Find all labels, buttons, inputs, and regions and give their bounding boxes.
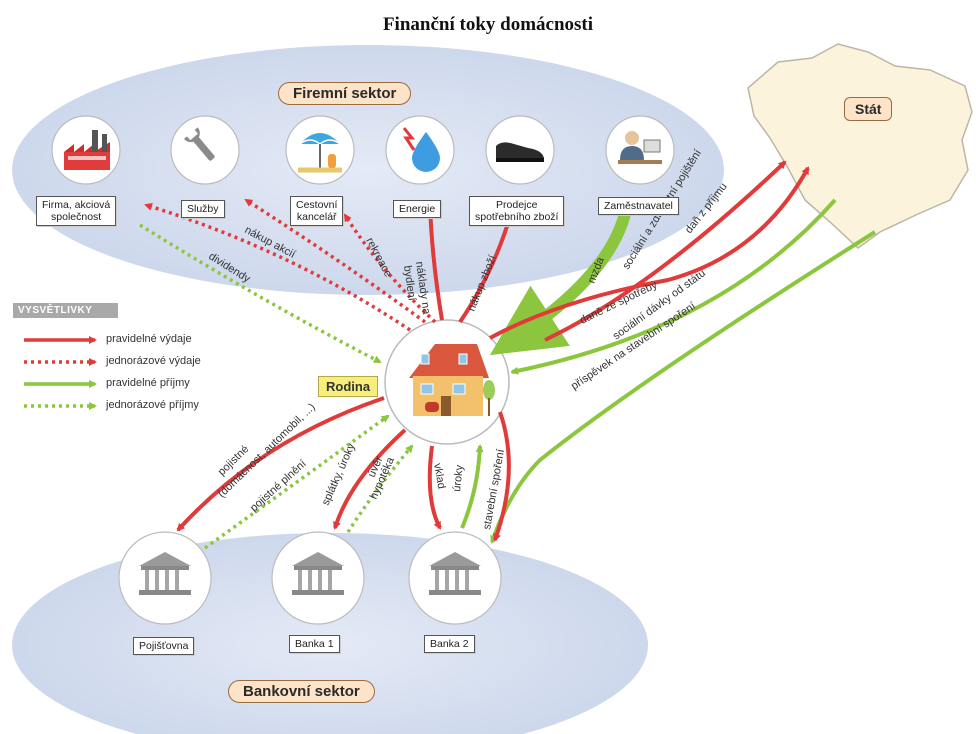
factory-icon xyxy=(64,130,110,170)
arrow-soc-zdrav xyxy=(544,160,787,342)
corporate-sector-area xyxy=(12,45,724,295)
family-label: Rodina xyxy=(318,376,379,397)
company-zamestnavatel: Zaměstnavatel xyxy=(598,197,679,215)
bank-building-icon xyxy=(292,552,344,595)
office-worker-icon xyxy=(618,131,662,164)
house-icon xyxy=(409,344,495,416)
arrow-prispevek xyxy=(490,230,877,544)
arrow-dane-spotreby xyxy=(489,166,810,340)
state-label: Stát xyxy=(844,97,893,121)
banking-sector-label: Bankovní sektor xyxy=(228,680,375,703)
arrow-rekreace xyxy=(343,213,437,324)
shoe-icon xyxy=(496,142,544,162)
label-vklad: vklad xyxy=(431,462,447,489)
arrow-sluzby xyxy=(244,198,427,324)
arrow-socialni-davky xyxy=(510,198,837,375)
company-firma: Firma, akciová společnost xyxy=(36,196,117,226)
arrow-pojistne xyxy=(176,396,385,532)
company-cestovni: Cestovní kancelář xyxy=(290,196,344,226)
arrow-uver xyxy=(346,444,414,533)
page-title: Finanční toky domácnosti xyxy=(382,14,594,35)
legend-item: pravidelné výdaje xyxy=(106,333,192,345)
label-naklady-2: bydlení xyxy=(401,265,418,302)
legend-swatches xyxy=(24,336,97,410)
company-prodejce: Prodejce spotřebního zboží xyxy=(469,196,565,226)
company-energie: Energie xyxy=(393,200,442,218)
bank-banka1: Banka 1 xyxy=(289,635,340,653)
arrow-dividendy xyxy=(139,223,382,364)
beach-umbrella-icon xyxy=(298,133,342,173)
legend-item: pravidelné příjmy xyxy=(106,377,190,389)
arrow-vklad xyxy=(427,445,442,530)
bank-building-icon xyxy=(429,552,481,595)
label-splatky: splátky, úroky xyxy=(320,441,358,507)
legend-item: jednorázové výdaje xyxy=(106,355,201,367)
wrench-icon xyxy=(183,127,215,161)
arrow-stavebni-sporeni xyxy=(493,411,511,542)
water-drop-lightning-icon xyxy=(402,127,440,172)
arrow-pojistne-plneni xyxy=(203,414,390,550)
state-map-shape xyxy=(747,43,973,249)
arrow-uroky xyxy=(460,444,484,529)
label-uroky: úroky xyxy=(451,464,466,493)
bank-building-icon xyxy=(139,552,191,595)
company-sluzby: Služby xyxy=(181,200,225,218)
legend-item: jednorázové příjmy xyxy=(106,399,199,411)
legend-heading: VYSVĚTLIVKY xyxy=(13,303,118,318)
arrow-mzda xyxy=(489,197,634,356)
bank-pojistovna: Pojišťovna xyxy=(133,637,195,655)
bank-banka2: Banka 2 xyxy=(424,635,475,653)
label-pojistne-2: (domácnost, automobil, ...) xyxy=(216,401,318,500)
corporate-sector-label: Firemní sektor xyxy=(278,82,412,105)
arrow-splatky xyxy=(332,428,407,530)
